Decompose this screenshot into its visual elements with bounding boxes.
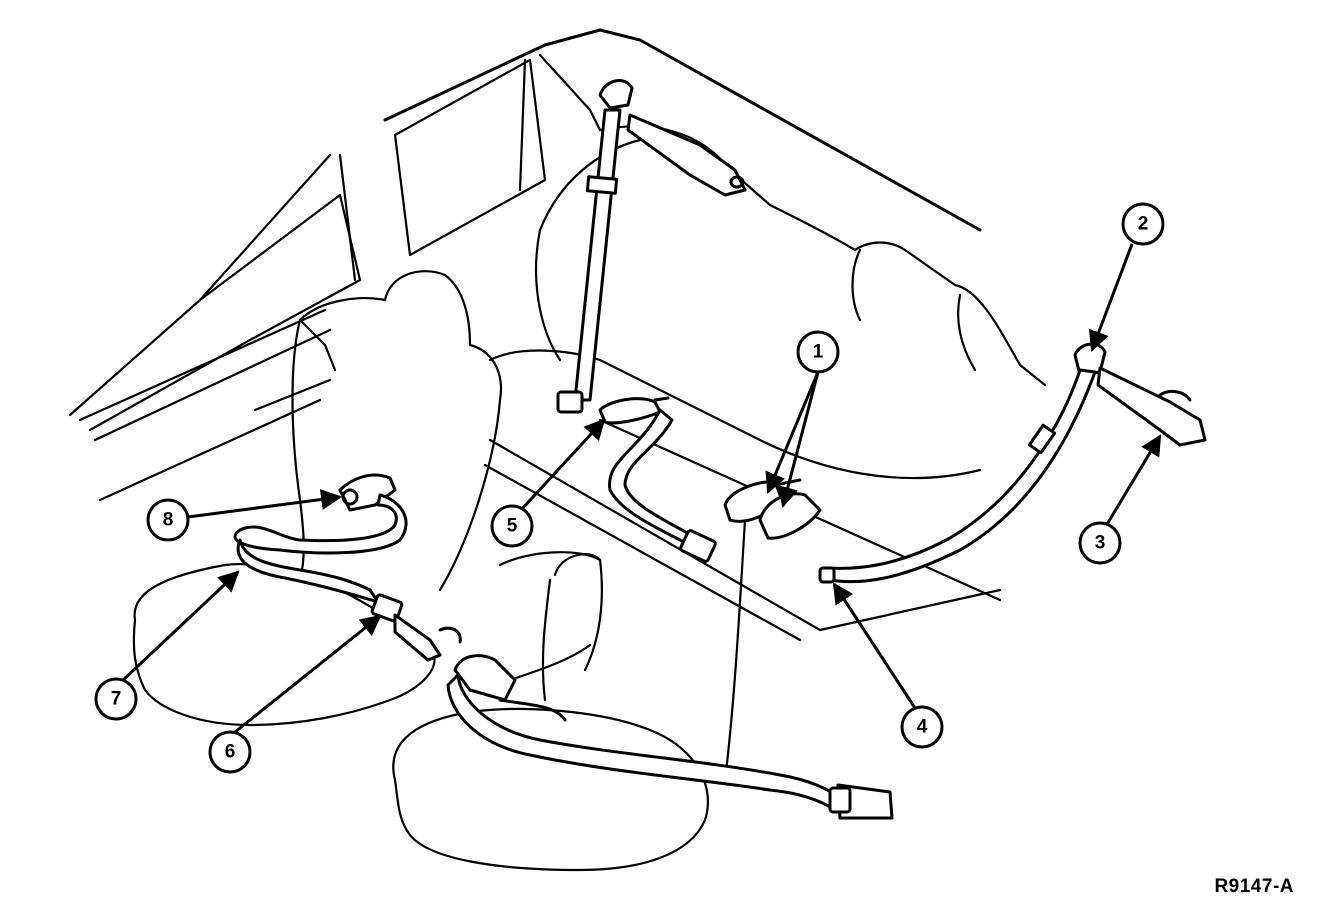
rear-center-shoulder-belt — [556, 79, 747, 414]
callout-5: 5 — [490, 504, 534, 548]
rear-right-belt-assembly — [818, 342, 1207, 584]
rear-bench-seat — [488, 125, 1047, 480]
vehicle-body-outline — [68, 28, 1002, 642]
front-right-belt-assembly — [446, 654, 894, 820]
front-right-seat — [392, 518, 747, 872]
leader-5 — [519, 418, 606, 512]
rear-center-buckles — [723, 478, 822, 540]
callout-4-label: 4 — [917, 717, 928, 738]
callout-8-label: 8 — [163, 510, 174, 531]
callout-4: 4 — [900, 705, 944, 749]
leader-8 — [187, 489, 343, 519]
callout-5-label: 5 — [507, 516, 518, 537]
callout-3-label: 3 — [1095, 533, 1106, 554]
leader-2 — [1088, 243, 1134, 352]
leader-1b — [777, 371, 820, 509]
callout-1: 1 — [796, 330, 840, 374]
callout-6: 6 — [208, 730, 252, 774]
callout-7: 7 — [94, 677, 138, 721]
front-left-belt-assembly — [233, 318, 462, 662]
leader-7 — [120, 570, 240, 683]
callout-2: 2 — [1121, 202, 1165, 246]
leader-4 — [832, 582, 917, 709]
leader-6 — [234, 614, 382, 734]
leader-3 — [1104, 434, 1162, 527]
callout-3: 3 — [1078, 521, 1122, 565]
callout-1-label: 1 — [813, 342, 824, 363]
leader-lines — [120, 243, 1162, 734]
figure-reference-id: R9147-A — [1214, 876, 1294, 897]
front-left-seat — [132, 270, 503, 727]
leader-1a — [765, 371, 820, 494]
callout-6-label: 6 — [225, 742, 236, 763]
rear-left-buckle-belt — [598, 396, 717, 563]
callout-2-label: 2 — [1138, 214, 1149, 235]
callout-7-label: 7 — [111, 689, 122, 710]
callout-8: 8 — [146, 498, 190, 542]
